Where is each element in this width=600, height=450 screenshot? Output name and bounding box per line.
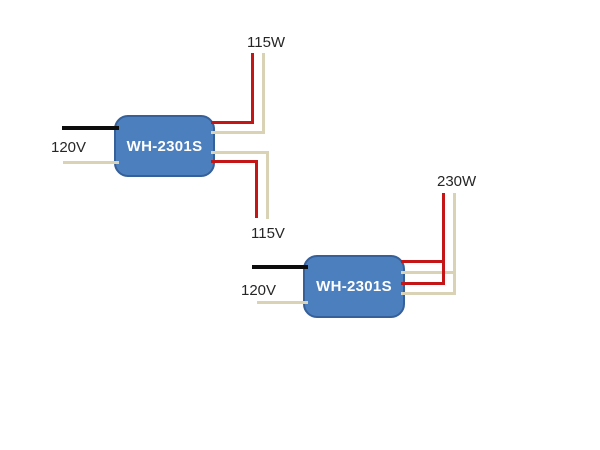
- output-wattage-label: 115W: [247, 34, 286, 51]
- module-label: WH-2301S: [126, 137, 203, 155]
- hot-wire-segment: [401, 260, 445, 263]
- hot-wire-segment: [442, 193, 445, 285]
- output-wattage-label: 230W: [437, 173, 477, 190]
- input-voltage-label: 120V: [51, 139, 87, 156]
- line-wire-segment: [252, 265, 308, 269]
- neutral-wire-segment: [262, 53, 265, 134]
- output-voltage-label: 115V: [251, 225, 285, 242]
- neutral-wire-segment: [401, 292, 456, 295]
- hot-wire-segment: [251, 53, 254, 124]
- module-label: WH-2301S: [316, 278, 392, 295]
- neutral-wire-segment: [63, 161, 119, 164]
- converter-module: WH-2301S: [303, 255, 405, 318]
- neutral-wire-segment: [266, 152, 269, 219]
- line-wire-segment: [62, 126, 119, 130]
- hot-wire-segment: [255, 161, 258, 218]
- converter-module: WH-2301S: [114, 115, 215, 177]
- hot-wire-segment: [211, 160, 258, 163]
- neutral-wire-segment: [211, 151, 269, 154]
- input-voltage-label: 120V: [241, 282, 277, 299]
- hot-wire-segment: [211, 121, 254, 124]
- neutral-wire-segment: [453, 193, 456, 295]
- neutral-wire-segment: [401, 271, 456, 274]
- neutral-wire-segment: [257, 301, 308, 304]
- neutral-wire-segment: [211, 131, 265, 134]
- hot-wire-segment: [401, 282, 445, 285]
